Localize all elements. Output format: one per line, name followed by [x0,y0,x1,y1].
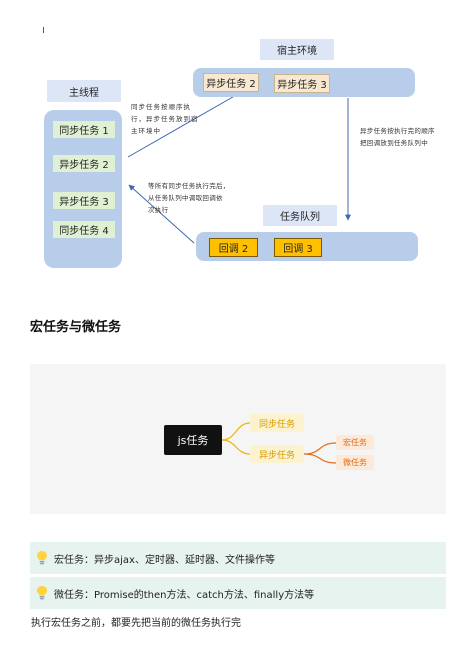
mindmap-root: js任务 [164,425,222,455]
mindmap-leaf-micro: 微任务 [336,455,374,470]
task-queue-title: 任务队列 [263,205,337,226]
text-cursor-mark [43,27,44,33]
note-to-host: 同步任务按顺序执 行，异步任务放到宿 主环境中 [131,103,199,135]
host-env-title: 宿主环境 [260,39,334,60]
mindmap-node-async: 异步任务 [250,445,304,463]
host-task-2: 异步任务 2 [203,73,259,92]
callout-micro-text: 微任务：Promise的then方法、catch方法、finally方法等 [54,589,315,601]
main-task-4: 同步任务 4 [53,221,115,238]
branch-to-micro [303,453,337,464]
mindmap-node-sync: 同步任务 [250,414,304,432]
mindmap-canvas [30,364,446,514]
main-task-3: 异步任务 3 [53,192,115,209]
callout-macro-task: 宏任务：异步ajax、定时器、延时器、文件操作等 [30,542,446,574]
callout-micro-task: 微任务：Promise的then方法、catch方法、finally方法等 [30,577,446,609]
note-to-main: 等所有同步任务执行完后， 从任务队列中调取回调依 次执行 [148,182,230,214]
host-task-3: 异步任务 3 [274,74,330,93]
lightbulb-icon [37,586,47,600]
callout-macro-text: 宏任务：异步ajax、定时器、延时器、文件操作等 [54,554,275,566]
main-thread-title: 主线程 [47,80,121,102]
branch-to-async [221,439,251,455]
branch-to-macro [303,442,337,455]
mindmap-leaf-macro: 宏任务 [336,435,374,450]
callback-3: 回调 3 [274,238,322,257]
arrow-queue-to-main [128,184,195,244]
branch-to-sync [221,422,251,441]
flow-arrows [127,85,351,244]
mindmap-connectors [221,422,337,464]
conclusion-text: 执行宏任务之前，都要先把当前的微任务执行完 [31,618,241,629]
lightbulb-icon [37,551,47,565]
main-task-1: 同步任务 1 [53,121,115,138]
callback-2: 回调 2 [209,238,258,257]
section-title: 宏任务与微任务 [30,320,122,335]
note-to-queue: 异步任务按执行完的顺序 把回调放到任务队列中 [360,127,435,147]
main-task-2: 异步任务 2 [53,155,115,172]
arrow-main-to-host [127,85,253,158]
